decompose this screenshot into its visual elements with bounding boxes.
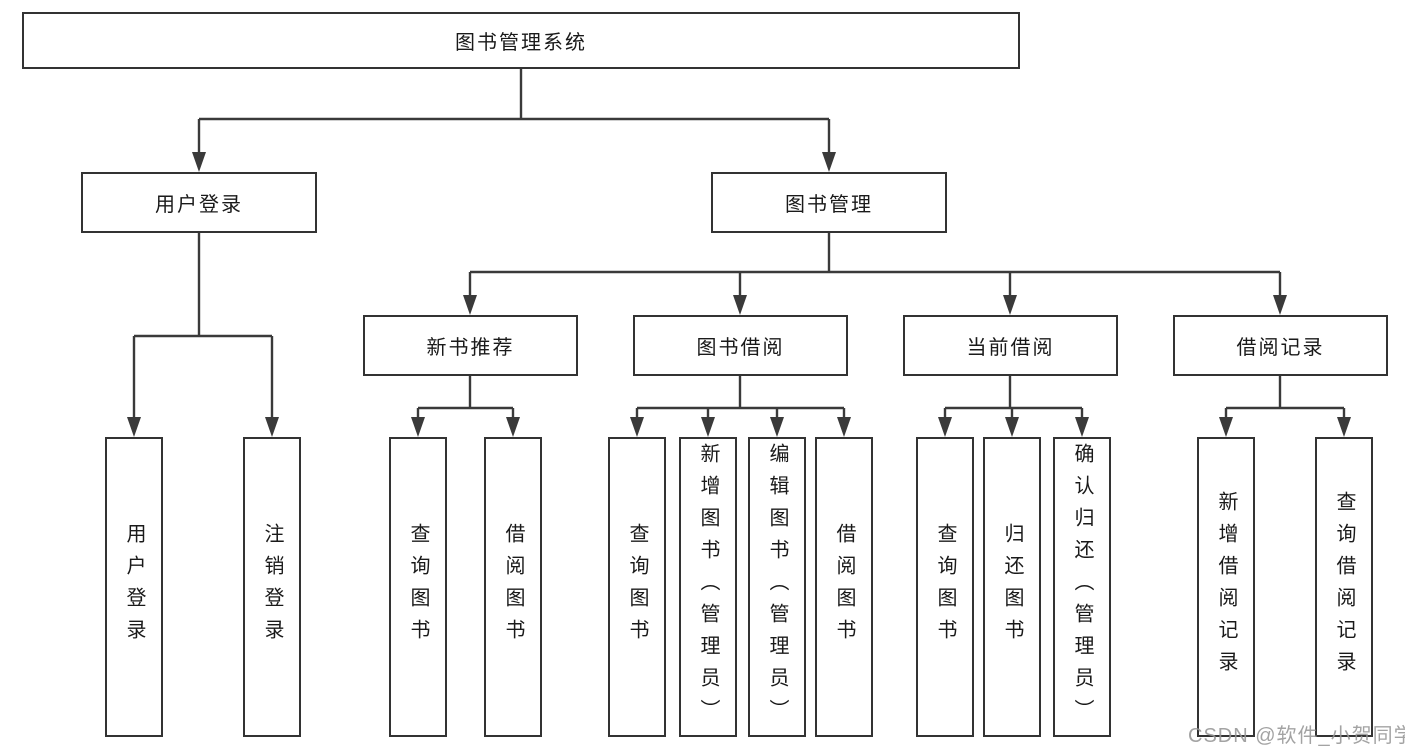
leaf-nbr-query-books: 查询图书 (389, 437, 447, 737)
leaf-cb-return-books: 归还图书 (983, 437, 1041, 737)
leaf-bb-edit-books-admin-label: 编辑图书（管理员） (766, 443, 788, 731)
node-borrowing-records: 借阅记录 (1173, 315, 1388, 376)
node-current-borrowing: 当前借阅 (903, 315, 1118, 376)
leaf-cb-query-books-label: 查询图书 (934, 523, 956, 651)
leaf-cb-query-books: 查询图书 (916, 437, 974, 737)
node-root: 图书管理系统 (22, 12, 1020, 69)
leaf-bb-edit-books-admin: 编辑图书（管理员） (748, 437, 806, 737)
node-user-login-label: 用户登录 (155, 194, 243, 216)
leaf-nbr-borrow-books: 借阅图书 (484, 437, 542, 737)
leaf-bb-query-books-label: 查询图书 (626, 523, 648, 651)
arrowhead-icons (127, 152, 1351, 437)
leaf-logout-label: 注销登录 (261, 523, 283, 651)
leaf-br-query-record-label: 查询借阅记录 (1333, 491, 1355, 683)
node-borrowing-records-label: 借阅记录 (1236, 337, 1325, 359)
node-book-borrowing-label: 图书借阅 (696, 337, 785, 359)
leaf-cb-confirm-return-admin-label: 确认归还（管理员） (1071, 443, 1093, 731)
csdn-watermark: CSDN @软件_小贺同学 (1188, 725, 1405, 747)
node-root-label: 图书管理系统 (455, 32, 587, 54)
leaf-logout: 注销登录 (243, 437, 301, 737)
leaf-bb-add-books-admin-label: 新增图书（管理员） (697, 443, 719, 731)
node-book-management-label: 图书管理 (785, 194, 873, 216)
leaf-br-add-record-label: 新增借阅记录 (1215, 491, 1237, 683)
leaf-bb-add-books-admin: 新增图书（管理员） (679, 437, 737, 737)
leaf-br-query-record: 查询借阅记录 (1315, 437, 1373, 737)
leaf-user-login-label: 用户登录 (123, 523, 145, 651)
node-current-borrowing-label: 当前借阅 (966, 337, 1055, 359)
leaf-br-add-record: 新增借阅记录 (1197, 437, 1255, 737)
node-new-book-recommend: 新书推荐 (363, 315, 578, 376)
leaf-bb-borrow-books-label: 借阅图书 (833, 523, 855, 651)
node-book-management: 图书管理 (711, 172, 947, 233)
node-user-login: 用户登录 (81, 172, 317, 233)
leaf-cb-confirm-return-admin: 确认归还（管理员） (1053, 437, 1111, 737)
leaf-nbr-query-books-label: 查询图书 (407, 523, 429, 651)
leaf-bb-borrow-books: 借阅图书 (815, 437, 873, 737)
node-new-book-recommend-label: 新书推荐 (426, 337, 515, 359)
leaf-nbr-borrow-books-label: 借阅图书 (502, 523, 524, 651)
leaf-cb-return-books-label: 归还图书 (1001, 523, 1023, 651)
leaf-user-login: 用户登录 (105, 437, 163, 737)
leaf-bb-query-books: 查询图书 (608, 437, 666, 737)
node-book-borrowing: 图书借阅 (633, 315, 848, 376)
